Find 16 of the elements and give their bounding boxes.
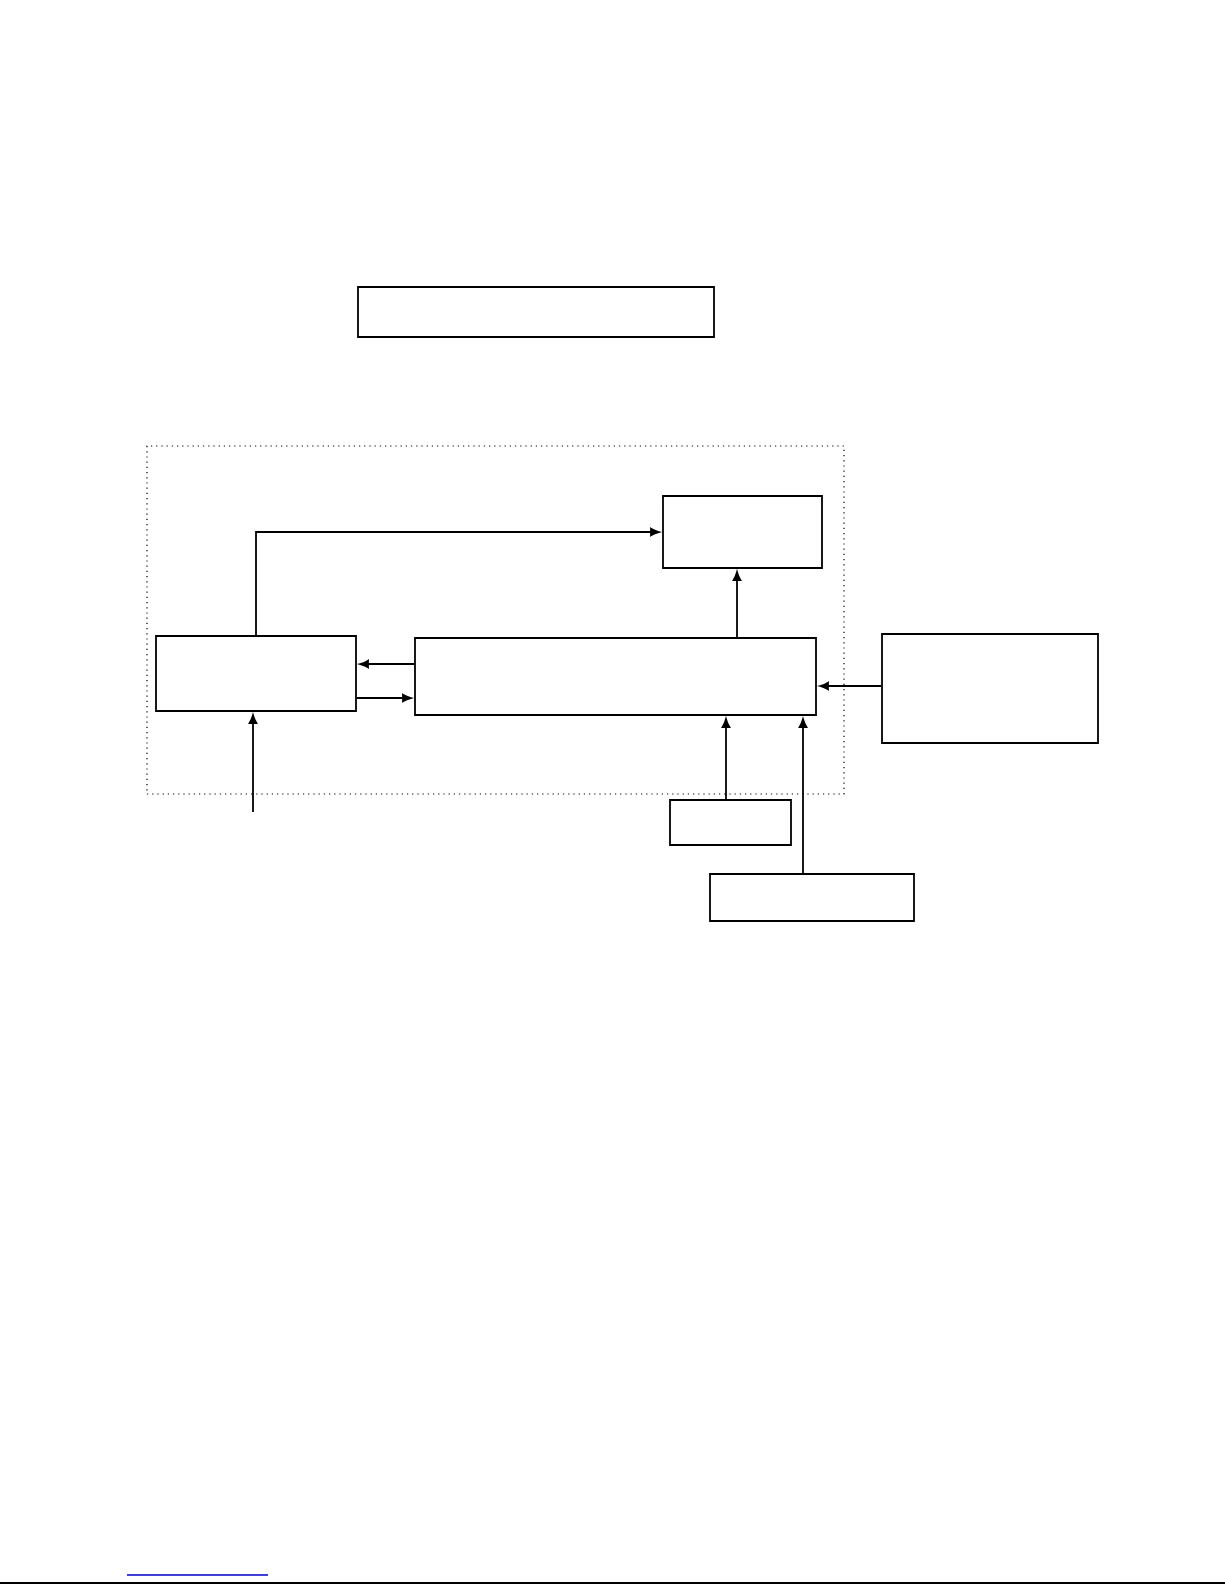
title-box [357, 286, 715, 338]
arrow [798, 718, 808, 874]
input-box [881, 633, 1099, 744]
dotted-boundary [146, 445, 845, 795]
arrow [255, 527, 660, 636]
arrow [248, 714, 258, 813]
process-box [669, 799, 792, 846]
process-box [155, 635, 357, 712]
process-box [709, 873, 915, 922]
process-box [414, 637, 817, 716]
arrow [356, 693, 412, 703]
arrow [732, 571, 742, 638]
arrow [359, 659, 415, 669]
arrow [819, 681, 882, 691]
process-box [662, 495, 823, 569]
arrow [721, 718, 731, 800]
